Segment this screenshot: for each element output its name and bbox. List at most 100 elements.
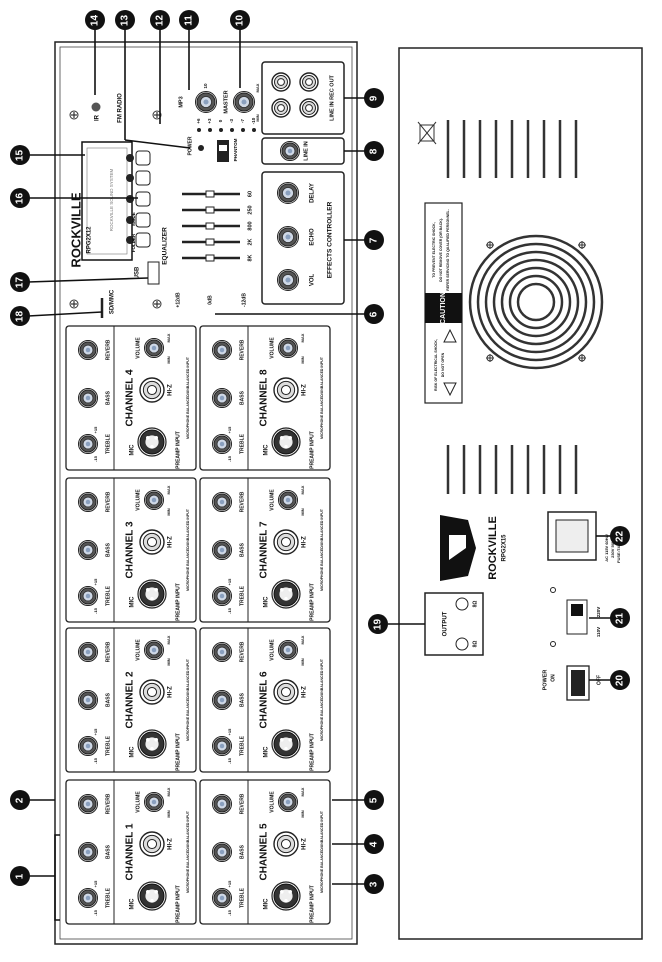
- knob-center: [203, 99, 209, 105]
- knob-center: [85, 499, 91, 505]
- callout-badge: [10, 866, 30, 886]
- warning-triangle-icon: [443, 382, 457, 397]
- scale-label: -15: [227, 455, 232, 462]
- eq-slider-cap: [205, 254, 215, 262]
- scale-label: +15: [227, 728, 232, 736]
- vu-led: [252, 128, 256, 132]
- knob-center: [219, 801, 225, 807]
- leader-line: [124, 139, 191, 149]
- mic-note: MICROPHONE BALANCED/UNBALANCED INPUT: [320, 356, 324, 439]
- knob-center: [285, 799, 291, 805]
- vu-label: -3: [229, 119, 234, 123]
- screw-icon: [152, 299, 162, 309]
- knob-center: [285, 234, 291, 240]
- jack-hole: [146, 838, 158, 850]
- volume-knob: [144, 338, 164, 358]
- volume-max: MAX: [166, 635, 171, 644]
- eq-slider-cap: [205, 222, 215, 230]
- eq-slider-cap: [205, 206, 215, 214]
- ac-label: 230V 50Hz: [610, 538, 615, 558]
- scale-label: +15: [227, 578, 232, 586]
- callout-badge: [364, 874, 384, 894]
- callout-number: 20: [615, 675, 626, 687]
- hiz-label: HI-Z: [168, 384, 174, 396]
- callout-badge: [230, 10, 250, 30]
- screw-icon: [69, 110, 79, 120]
- jack-hole: [277, 104, 285, 112]
- vu-led: [219, 128, 223, 132]
- mp3-knob: [195, 91, 217, 113]
- xlr-pin: [154, 436, 158, 440]
- reverb-label: REVERB: [105, 339, 111, 360]
- media-button: [135, 212, 151, 228]
- rec-out-jack-l: [299, 72, 319, 92]
- hiz-label: HI-Z: [302, 536, 308, 548]
- xlr-pin: [150, 597, 154, 601]
- callout-number: 13: [120, 15, 131, 27]
- xlr-pin: [150, 899, 154, 903]
- callout-14: 14: [85, 10, 105, 30]
- reverb-knob: [212, 642, 232, 662]
- vu-label: -7: [240, 119, 245, 123]
- hiz-label: HI-Z: [302, 838, 308, 850]
- callout-15: 15: [10, 145, 30, 165]
- scale-label: -15: [93, 455, 98, 462]
- mic-note: MICROPHONE BALANCED/UNBALANCED INPUT: [186, 658, 190, 741]
- callout-number: 16: [15, 193, 26, 205]
- knob-center: [151, 799, 157, 805]
- effects-knob: [277, 182, 299, 204]
- mic-label: MIC: [264, 898, 270, 910]
- treble-label: TREBLE: [105, 585, 111, 606]
- mic-label: MIC: [264, 596, 270, 608]
- hiz-jack: [139, 377, 165, 403]
- callout-number: 14: [90, 15, 101, 27]
- reverb-label: REVERB: [105, 793, 111, 814]
- scale-label: +15: [93, 728, 98, 736]
- rockville-shield-icon: [449, 535, 466, 560]
- fan-grill-ring: [508, 274, 564, 330]
- callout-badge: [10, 272, 30, 292]
- callout-20: 20: [610, 670, 630, 690]
- preamp-label: PREAMP INPUT: [309, 431, 315, 469]
- fan-grill-ring: [484, 250, 588, 354]
- callout-16: 16: [10, 188, 30, 208]
- treble-knob: [212, 736, 232, 756]
- treble-knob: [78, 434, 98, 454]
- reverb-label: REVERB: [239, 641, 245, 662]
- callout-number: 9: [369, 95, 380, 101]
- cooling-fan: [468, 234, 604, 370]
- eq-band-label: 2K: [247, 238, 253, 245]
- vu-label: +3: [207, 118, 212, 124]
- effects-knob: [277, 226, 299, 248]
- callout-badge: [364, 304, 384, 324]
- channel-title: CHANNEL 5: [259, 823, 270, 880]
- knob-center: [151, 345, 157, 351]
- xlr-pin: [284, 445, 288, 449]
- callout-badge: [368, 614, 388, 634]
- rear-panel-frame: [398, 47, 643, 940]
- callout-12: 12: [150, 10, 170, 30]
- eq-band-label: 8K: [247, 254, 253, 261]
- callout-22: 22: [610, 526, 630, 546]
- preamp-label: PREAMP INPUT: [309, 733, 315, 771]
- hiz-jack: [273, 679, 299, 705]
- leader-line: [27, 311, 103, 317]
- equalizer-title: EQUALIZER: [162, 227, 169, 265]
- reverb-label: REVERB: [239, 339, 245, 360]
- mic-label: MIC: [130, 596, 136, 608]
- media-button: [135, 191, 151, 207]
- weee-cross-icon: [417, 121, 437, 145]
- volume-label: VOLUME: [135, 489, 141, 511]
- callout-number: 2: [15, 797, 26, 803]
- mic-label: MIC: [264, 444, 270, 456]
- xlr-combo-jack: [137, 427, 167, 457]
- weee-bin-icon: [419, 124, 435, 142]
- mp3-label: MP3: [178, 96, 184, 107]
- hiz-jack: [273, 529, 299, 555]
- preamp-label: PREAMP INPUT: [175, 431, 181, 469]
